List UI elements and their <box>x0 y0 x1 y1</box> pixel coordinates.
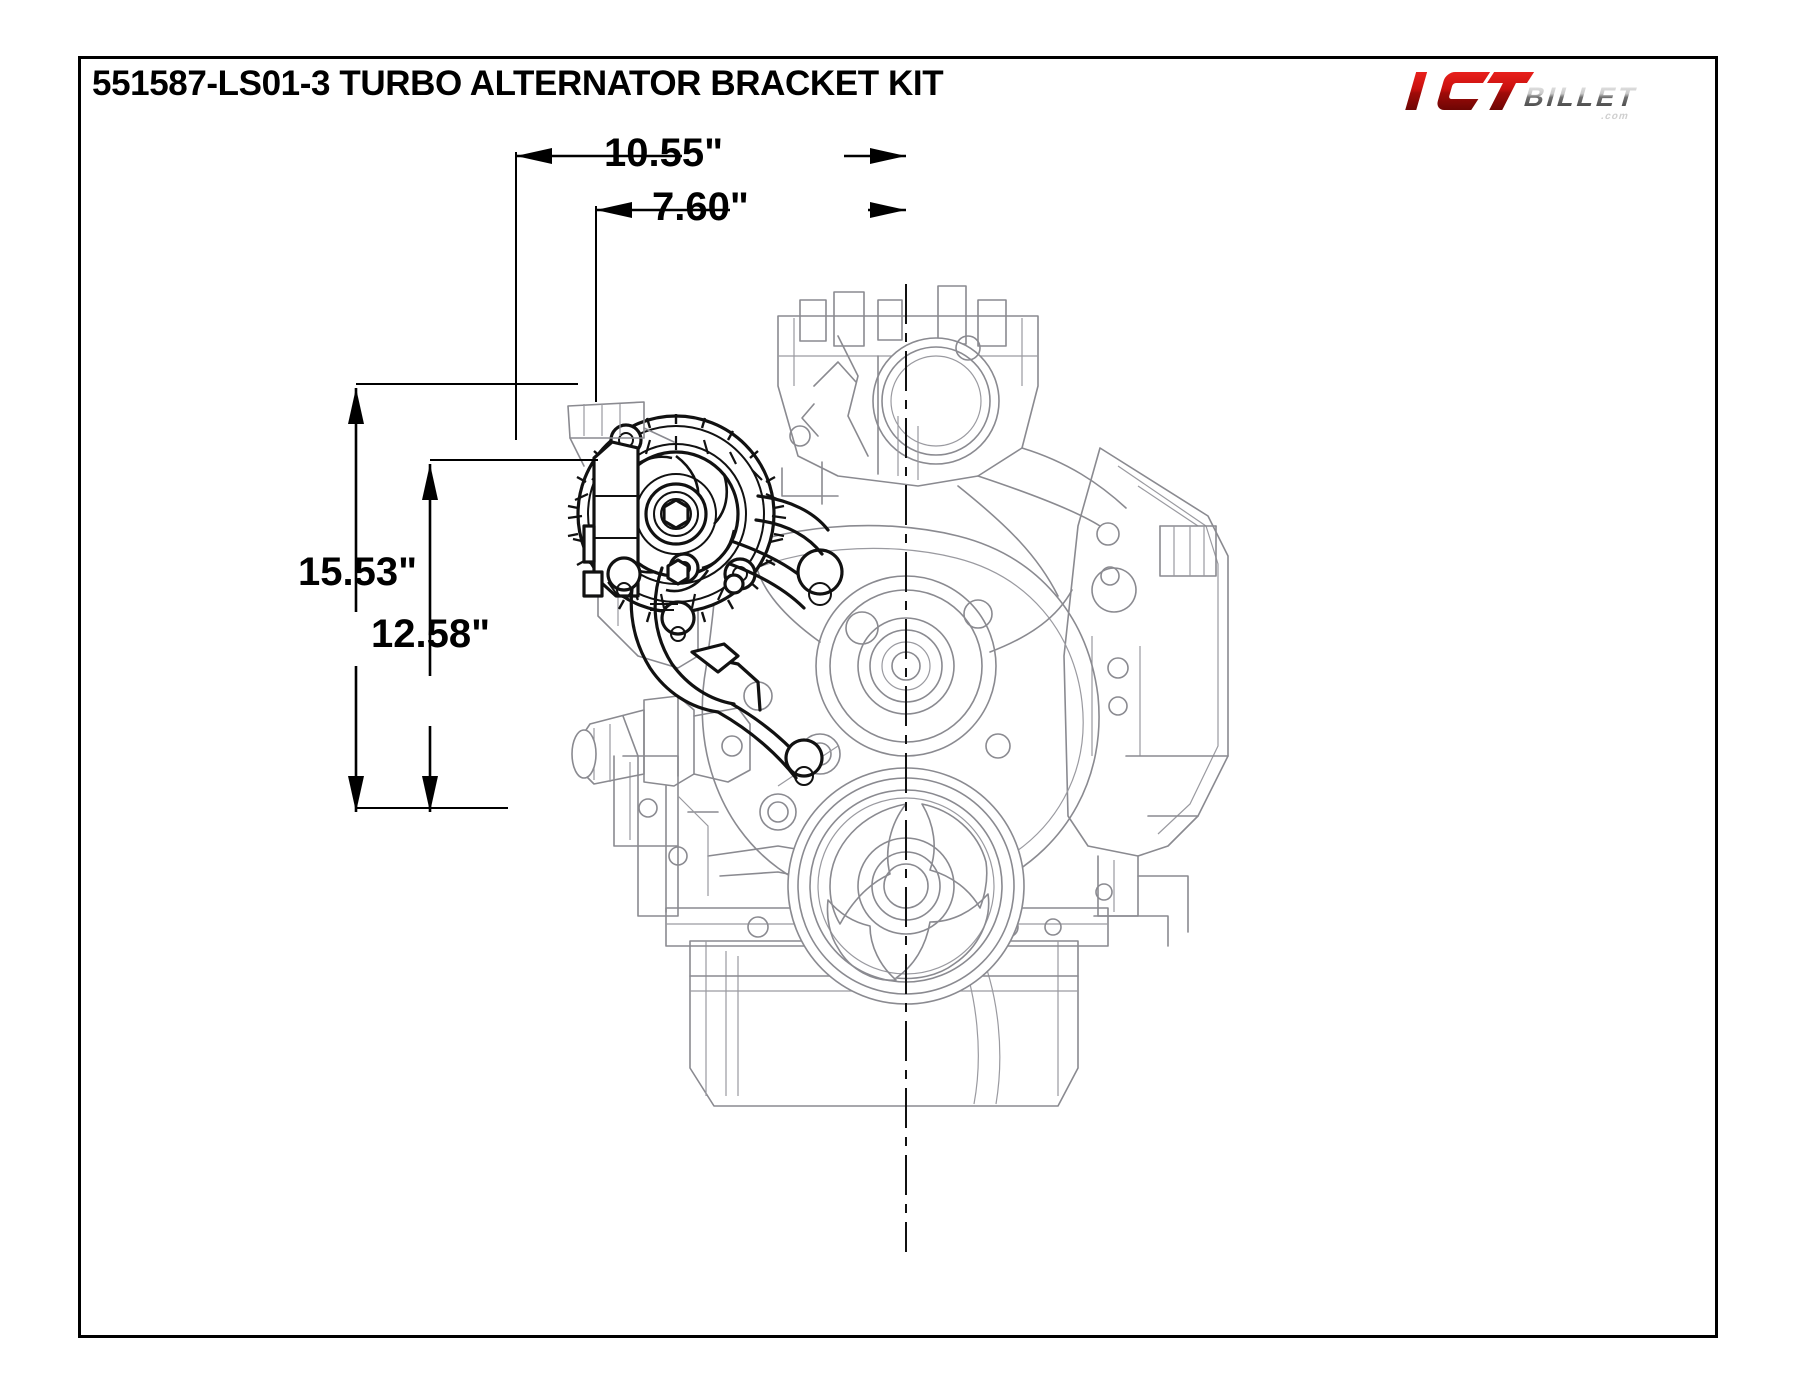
dimension-label-15-53: 15.53" <box>298 550 418 594</box>
engine-assembly-drawing: .eng { fill:none; stroke:#8a8a90; stroke… <box>348 148 1229 1252</box>
dimension-label-7-60: 7.60" <box>652 185 749 229</box>
svg-text:.com: .com <box>1600 111 1630 122</box>
logo-ict-mark <box>1405 72 1535 110</box>
dimension-label-10-55: 10.55" <box>604 131 724 175</box>
dimension-annotations <box>348 148 906 812</box>
alternator-top-shroud <box>567 401 675 467</box>
page-title: 551587-LS01-3 TURBO ALTERNATOR BRACKET K… <box>92 64 944 103</box>
alternator-assembly <box>567 414 844 786</box>
logo-billet-mark: BILLET <box>1521 81 1642 111</box>
engine-block-outline <box>571 285 1229 1107</box>
logo-com-mark: .com <box>1600 111 1630 122</box>
dimension-label-12-58: 12.58" <box>371 612 491 656</box>
ict-billet-logo: BILLET .com <box>1405 72 1642 122</box>
svg-text:BILLET: BILLET <box>1521 81 1642 111</box>
sheet-border <box>78 56 1718 1338</box>
